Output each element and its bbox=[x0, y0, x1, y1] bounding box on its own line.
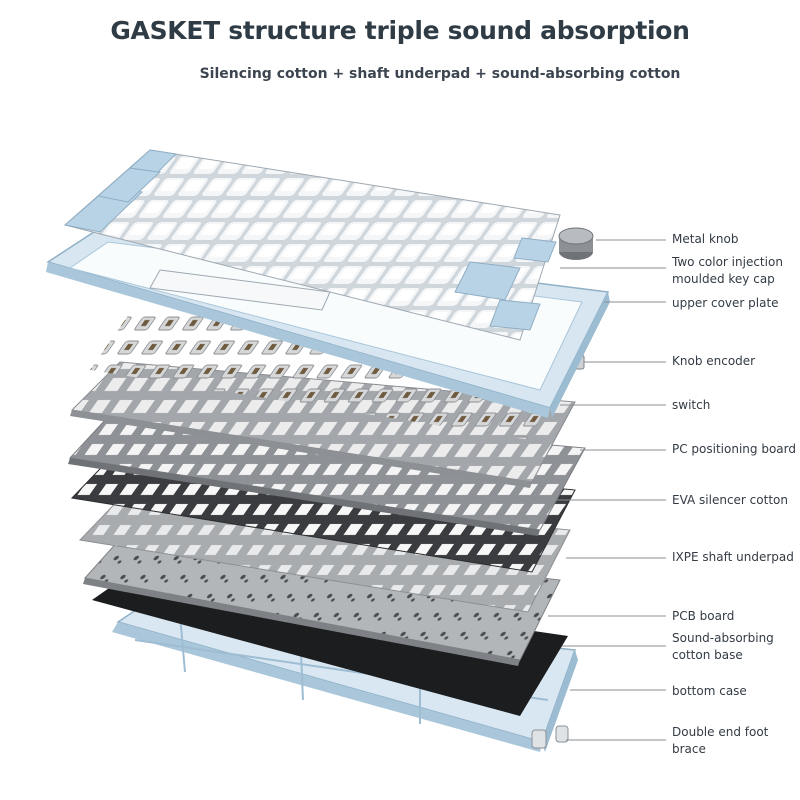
label-pc-board: PC positioning board bbox=[672, 442, 796, 456]
label-cotton-base: Sound-absorbing cotton base bbox=[672, 631, 774, 662]
label-key-cap: Two color injection moulded key cap bbox=[672, 255, 783, 286]
label-bottom-case: bottom case bbox=[672, 684, 747, 698]
leader-lines bbox=[548, 239, 666, 741]
metal-knob bbox=[558, 227, 594, 260]
label-knob-encoder: Knob encoder bbox=[672, 354, 756, 368]
label-eva-cotton: EVA silencer cotton bbox=[672, 493, 788, 507]
layer-keycaps bbox=[63, 149, 561, 341]
label-upper-cover: upper cover plate bbox=[672, 296, 779, 310]
label-foot-brace: Double end foot brace bbox=[672, 725, 769, 756]
label-pcb-board: PCB board bbox=[672, 609, 735, 623]
label-metal-knob: Metal knob bbox=[672, 232, 739, 246]
layer-foot-brace bbox=[531, 725, 569, 749]
label-switch: switch bbox=[672, 398, 711, 412]
layer-pcb bbox=[83, 529, 561, 666]
label-ixpe-underpad: IXPE shaft underpad bbox=[672, 550, 794, 564]
diagram-title: GASKET structure triple sound absorption bbox=[110, 16, 690, 45]
diagram-subtitle: Silencing cotton + shaft underpad + soun… bbox=[199, 66, 681, 82]
